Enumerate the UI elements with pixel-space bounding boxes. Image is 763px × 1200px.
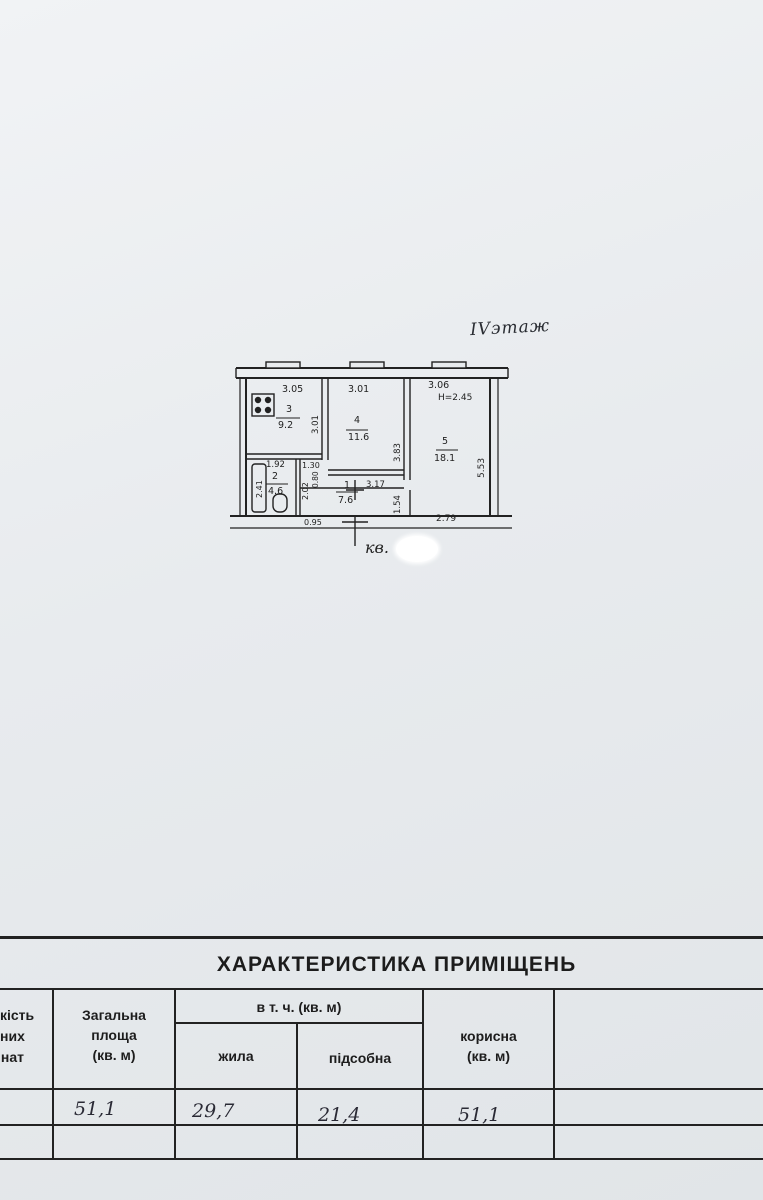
- table-border: [174, 1022, 422, 1024]
- room-number: 5: [442, 436, 448, 447]
- room-area: 18.1: [434, 453, 455, 464]
- redaction-blot: [396, 536, 438, 562]
- col-header-auxiliary: підсобна: [328, 1050, 392, 1066]
- dimension: 3.06: [428, 380, 449, 391]
- value-total: 51,1: [74, 1098, 117, 1120]
- room-number: 4: [354, 415, 360, 426]
- floor-plan: 3 9.2 4 11.6 5 18.1 2 4.6 1 7.6 3.05 3.0…: [230, 361, 512, 546]
- dimension: 1.54: [393, 495, 403, 514]
- room-number: 1: [344, 480, 350, 491]
- value-auxiliary: 21,4: [318, 1104, 361, 1126]
- dimension: 1.30: [302, 461, 320, 470]
- dimension: H=2.45: [438, 393, 472, 403]
- room-area: 7.6: [338, 495, 353, 506]
- table-border: [174, 990, 176, 1160]
- col-header-living: жила: [218, 1048, 254, 1064]
- table-border: [0, 988, 763, 990]
- dimension: 1.92: [266, 460, 285, 470]
- dimension: 2.02: [301, 482, 310, 500]
- dimension: 3.05: [282, 384, 303, 395]
- room-area: 9.2: [278, 420, 293, 431]
- room-number: 3: [286, 404, 292, 415]
- room-area: 11.6: [348, 432, 369, 443]
- dimension: 0.80: [311, 471, 320, 488]
- col-header-useful: корисна (кв. м): [460, 1028, 517, 1064]
- dimension: 3.01: [311, 415, 321, 434]
- table-border: [52, 990, 54, 1160]
- value-useful: 51,1: [458, 1104, 501, 1126]
- col-header-total: Загальна площа (кв. м): [82, 1007, 146, 1063]
- table-border: [0, 1158, 763, 1160]
- dimension: 5.53: [477, 458, 487, 478]
- table-title: ХАРАКТЕРИСТИКА ПРИМІЩЕНЬ: [216, 953, 577, 976]
- value-living: 29,7: [192, 1100, 235, 1122]
- table-border: [296, 1022, 298, 1160]
- room-number: 2: [272, 471, 278, 482]
- dimension: 2.79: [436, 514, 456, 524]
- table-border: [553, 990, 555, 1160]
- col-header-including: в т. ч. (кв. м): [256, 999, 342, 1015]
- dimension: 3.83: [393, 443, 403, 462]
- dimension: 2.41: [255, 480, 264, 498]
- dimension: 3.17: [366, 480, 385, 490]
- table-border: [422, 990, 424, 1160]
- dimension: 3.01: [348, 384, 369, 395]
- dimension: 0.95: [304, 518, 322, 527]
- table-border: [0, 1088, 763, 1090]
- apartment-label: кв.: [365, 538, 389, 557]
- table-border: [0, 936, 763, 939]
- room-area: 4.6: [268, 486, 283, 497]
- table-border: [0, 1124, 763, 1126]
- col-header-partial: кість них нат: [0, 1007, 35, 1065]
